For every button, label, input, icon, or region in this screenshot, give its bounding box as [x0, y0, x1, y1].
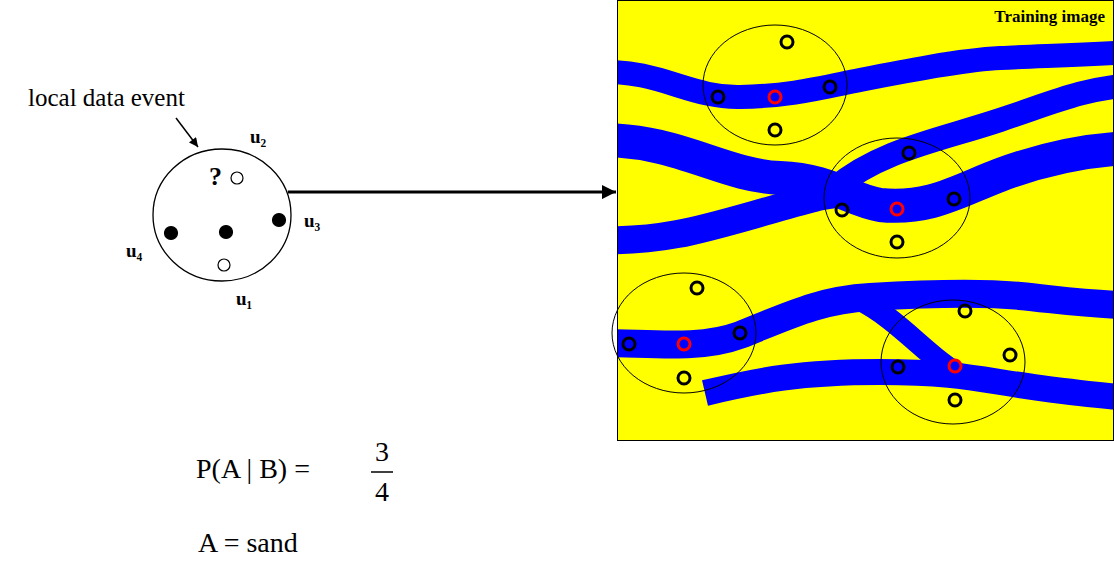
- leader-arrow: [176, 118, 198, 147]
- data-location: [678, 372, 690, 384]
- data-location: [769, 124, 781, 136]
- shale-point: [218, 259, 230, 271]
- search-window: [824, 138, 970, 258]
- callout-label: local data event: [28, 84, 185, 113]
- data-location: [824, 81, 836, 93]
- fraction-bar: [371, 471, 393, 473]
- data-location: [712, 91, 724, 103]
- point-label: u₄: [126, 240, 142, 262]
- data-event-points: [165, 172, 286, 271]
- data-location: [1004, 349, 1016, 361]
- data-location: [891, 236, 903, 248]
- center-location: [949, 360, 961, 372]
- point-label: u₁: [236, 288, 252, 310]
- center-location: [769, 91, 781, 103]
- sand-channel: [860, 300, 965, 378]
- data-location: [691, 282, 703, 294]
- data-location: [836, 204, 848, 216]
- center-location: [891, 203, 903, 215]
- search-window: [612, 273, 756, 393]
- data-location: [949, 394, 961, 406]
- ellipse-outline: [152, 148, 292, 282]
- flow-arrow: [288, 191, 616, 194]
- data-location: [734, 327, 746, 339]
- fraction-denominator: 4: [375, 476, 389, 508]
- data-location: [903, 147, 915, 159]
- sand-channel: [617, 52, 1114, 97]
- search-window: [703, 25, 847, 145]
- sand-point: [273, 214, 286, 227]
- sand-channel: [835, 85, 1114, 188]
- data-location: [623, 338, 635, 350]
- sand-point: [165, 227, 178, 240]
- channels: [617, 52, 1114, 398]
- point-label: u₂: [250, 126, 266, 148]
- formula-text: A = sand: [198, 527, 298, 559]
- training-image-box: Training image: [617, 0, 1114, 441]
- data-event-ellipse: ?u₂u₄u₃u₁: [152, 148, 292, 282]
- image-title: Training image: [994, 7, 1105, 27]
- ellipse-outline: [153, 149, 291, 281]
- sand-channel: [617, 192, 855, 240]
- template-windows: [612, 25, 1025, 424]
- formula-text: P(A | B) =: [196, 453, 310, 485]
- data-location: [781, 36, 793, 48]
- point-label: u₃: [304, 210, 320, 232]
- sand-channel: [705, 372, 1114, 398]
- data-location: [892, 361, 904, 373]
- shale-point: [231, 172, 243, 184]
- unknown-mark: ?: [209, 162, 222, 192]
- sand-point: [220, 226, 233, 239]
- data-location: [948, 193, 960, 205]
- fraction-numerator: 3: [375, 436, 389, 468]
- data-location: [959, 305, 971, 317]
- center-location: [678, 338, 690, 350]
- search-window: [881, 300, 1025, 424]
